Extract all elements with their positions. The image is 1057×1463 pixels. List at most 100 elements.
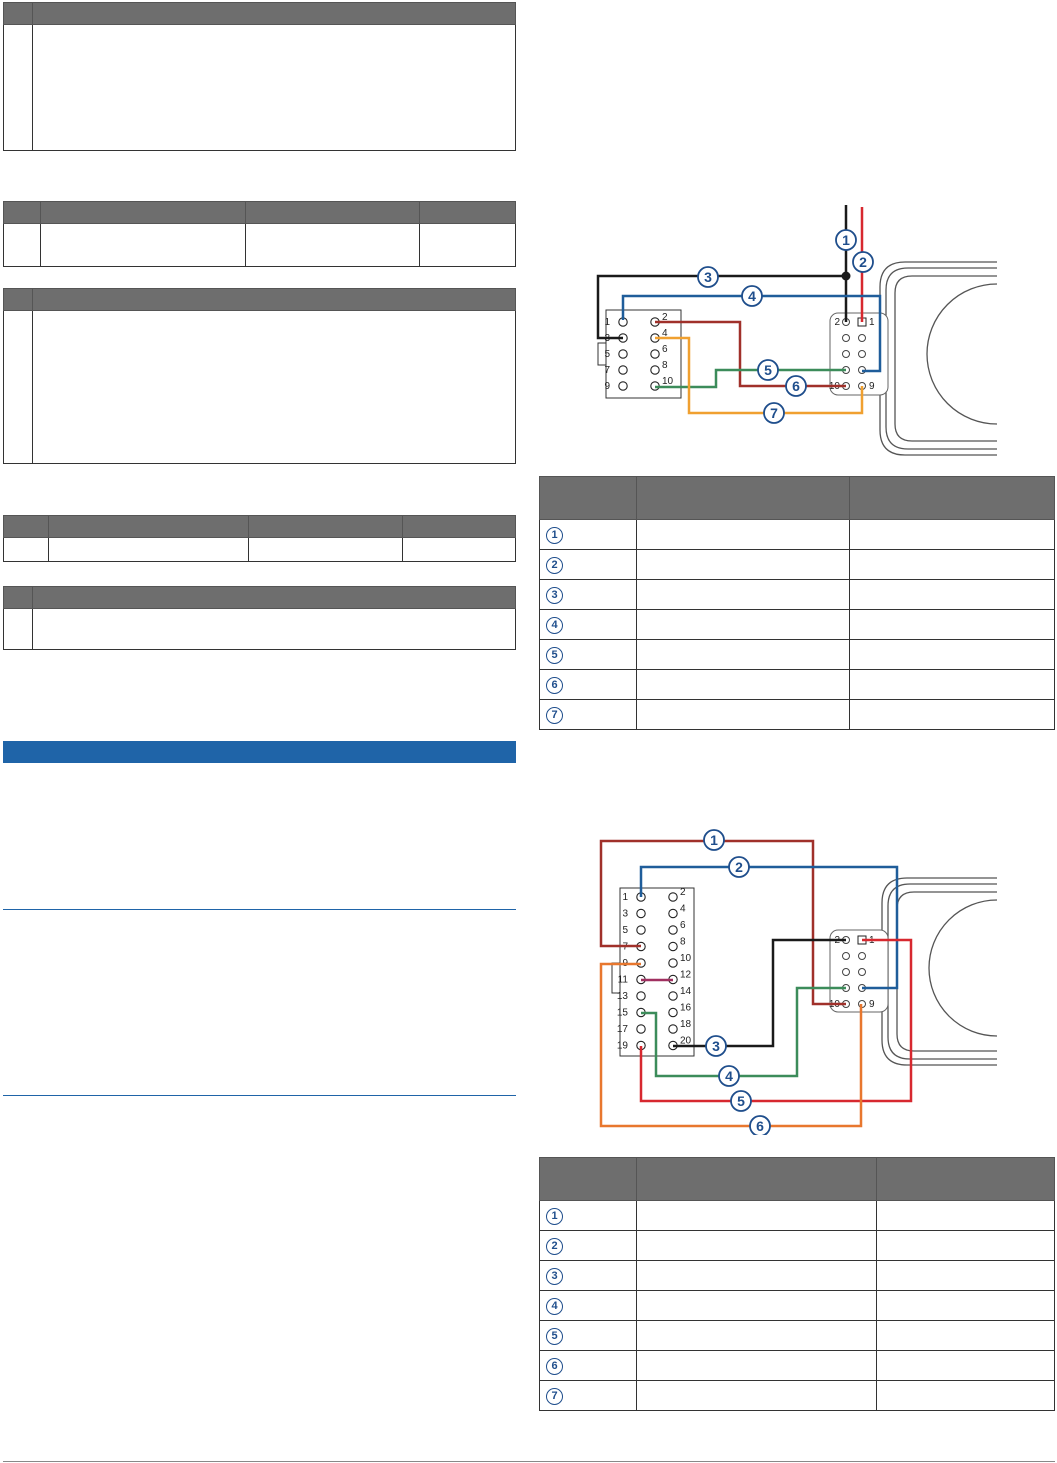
pin-label-5: 5 (604, 349, 610, 360)
junction-dot (841, 271, 851, 281)
callout-label-2: 2 (859, 254, 867, 270)
callout-7-icon: 7 (546, 707, 563, 724)
section-header-bar (3, 741, 516, 763)
table-header-cell (3, 201, 41, 224)
callout-label-5: 5 (737, 1093, 745, 1109)
pin-17 (636, 1024, 646, 1034)
table-cell (3, 310, 33, 464)
callout-label-1: 1 (842, 232, 850, 248)
legend-row: 3 (539, 1260, 1055, 1291)
pin-label-6: 6 (680, 920, 686, 931)
table-cell (876, 1380, 1055, 1411)
legend-callout-cell: 1 (539, 519, 637, 550)
table-cell (636, 579, 850, 610)
legend-row: 4 (539, 1290, 1055, 1321)
legend-callout-cell: 1 (539, 1200, 637, 1231)
legend-row: 7 (539, 699, 1055, 730)
callout-1 (703, 829, 725, 851)
table-cell (876, 1320, 1055, 1351)
pin-18 (668, 1024, 678, 1034)
callout-3 (697, 266, 719, 288)
table-cell (32, 310, 516, 464)
pin-label-4: 4 (662, 328, 668, 339)
pin-label-3: 3 (622, 909, 628, 920)
pin-label-5: 5 (622, 925, 628, 936)
legend-row: 1 (539, 519, 1055, 550)
pin-label-2: 2 (680, 887, 686, 898)
table-cell (3, 608, 33, 650)
pin-6 (668, 925, 678, 935)
table-cell (3, 223, 41, 267)
table-cell (849, 549, 1055, 580)
legend-callout-cell: 6 (539, 1350, 637, 1381)
section-divider (3, 909, 516, 910)
table-cell (636, 1260, 877, 1291)
pin (842, 334, 850, 342)
table-2 (3, 201, 516, 267)
section-divider (3, 1095, 516, 1096)
callout-5 (757, 359, 779, 381)
pin-label-15: 15 (617, 1008, 629, 1019)
callout-6-icon: 6 (546, 1358, 563, 1375)
table-cell (3, 537, 49, 562)
callout-label-1: 1 (710, 832, 718, 848)
callout-4 (741, 285, 763, 307)
table-cell (876, 1290, 1055, 1321)
pin-8 (668, 941, 678, 952)
callout-6-icon: 6 (546, 677, 563, 694)
callout-label-6: 6 (756, 1118, 764, 1134)
table-cell (849, 639, 1055, 670)
pin-label-17: 17 (617, 1024, 629, 1035)
pin-label-1: 1 (869, 317, 875, 328)
pin-label-13: 13 (617, 991, 629, 1002)
callout-label-3: 3 (712, 1038, 720, 1054)
pin-label-18: 18 (680, 1019, 692, 1030)
callout-2-icon: 2 (546, 557, 563, 574)
table-header-cell (402, 515, 516, 538)
callout-5 (730, 1090, 752, 1112)
table-header-cell (248, 515, 403, 538)
table-cell (419, 223, 516, 267)
table-cell (849, 579, 1055, 610)
table-cell (636, 1290, 877, 1321)
pin-label-19: 19 (617, 1041, 629, 1052)
wire-black-3 (673, 938, 846, 1048)
wire-orange-6 (599, 962, 863, 1128)
legend-callout-cell: 5 (539, 1320, 637, 1351)
legend-callout-cell: 4 (539, 1290, 637, 1321)
wire-darkred-6 (655, 320, 846, 388)
table-cell (876, 1230, 1055, 1261)
table-header-cell (48, 515, 249, 538)
pin-label-4: 4 (680, 904, 686, 915)
pin-3 (636, 908, 646, 919)
pin-4 (668, 908, 678, 919)
pin (842, 968, 850, 976)
callout-1-icon: 1 (546, 527, 563, 544)
pin-label-2: 2 (662, 312, 668, 323)
callout-label-7: 7 (770, 405, 778, 421)
table-header-cell (3, 586, 33, 609)
callout-3-icon: 3 (546, 587, 563, 604)
table-cell (636, 1230, 877, 1261)
wire-blue-2 (639, 865, 899, 990)
legend-row: 7 (539, 1380, 1055, 1411)
table-1 (3, 2, 516, 151)
callout-6 (785, 375, 807, 397)
legend-callout-cell: 7 (539, 1380, 637, 1411)
pin-label-14: 14 (680, 986, 692, 997)
callout-label-6: 6 (792, 378, 800, 394)
callout-2 (852, 251, 874, 273)
table-cell (849, 669, 1055, 700)
pin-label-2: 2 (834, 317, 840, 328)
table-cell (636, 639, 850, 670)
table-cell (849, 519, 1055, 550)
table-cell (245, 223, 420, 267)
table-cell (636, 1380, 877, 1411)
pin-label-20: 20 (680, 1036, 692, 1047)
pin-label-1: 1 (604, 317, 610, 328)
wire-orange-7 (655, 336, 864, 415)
device-housing (879, 261, 998, 456)
pin-label-11: 11 (618, 975, 629, 986)
